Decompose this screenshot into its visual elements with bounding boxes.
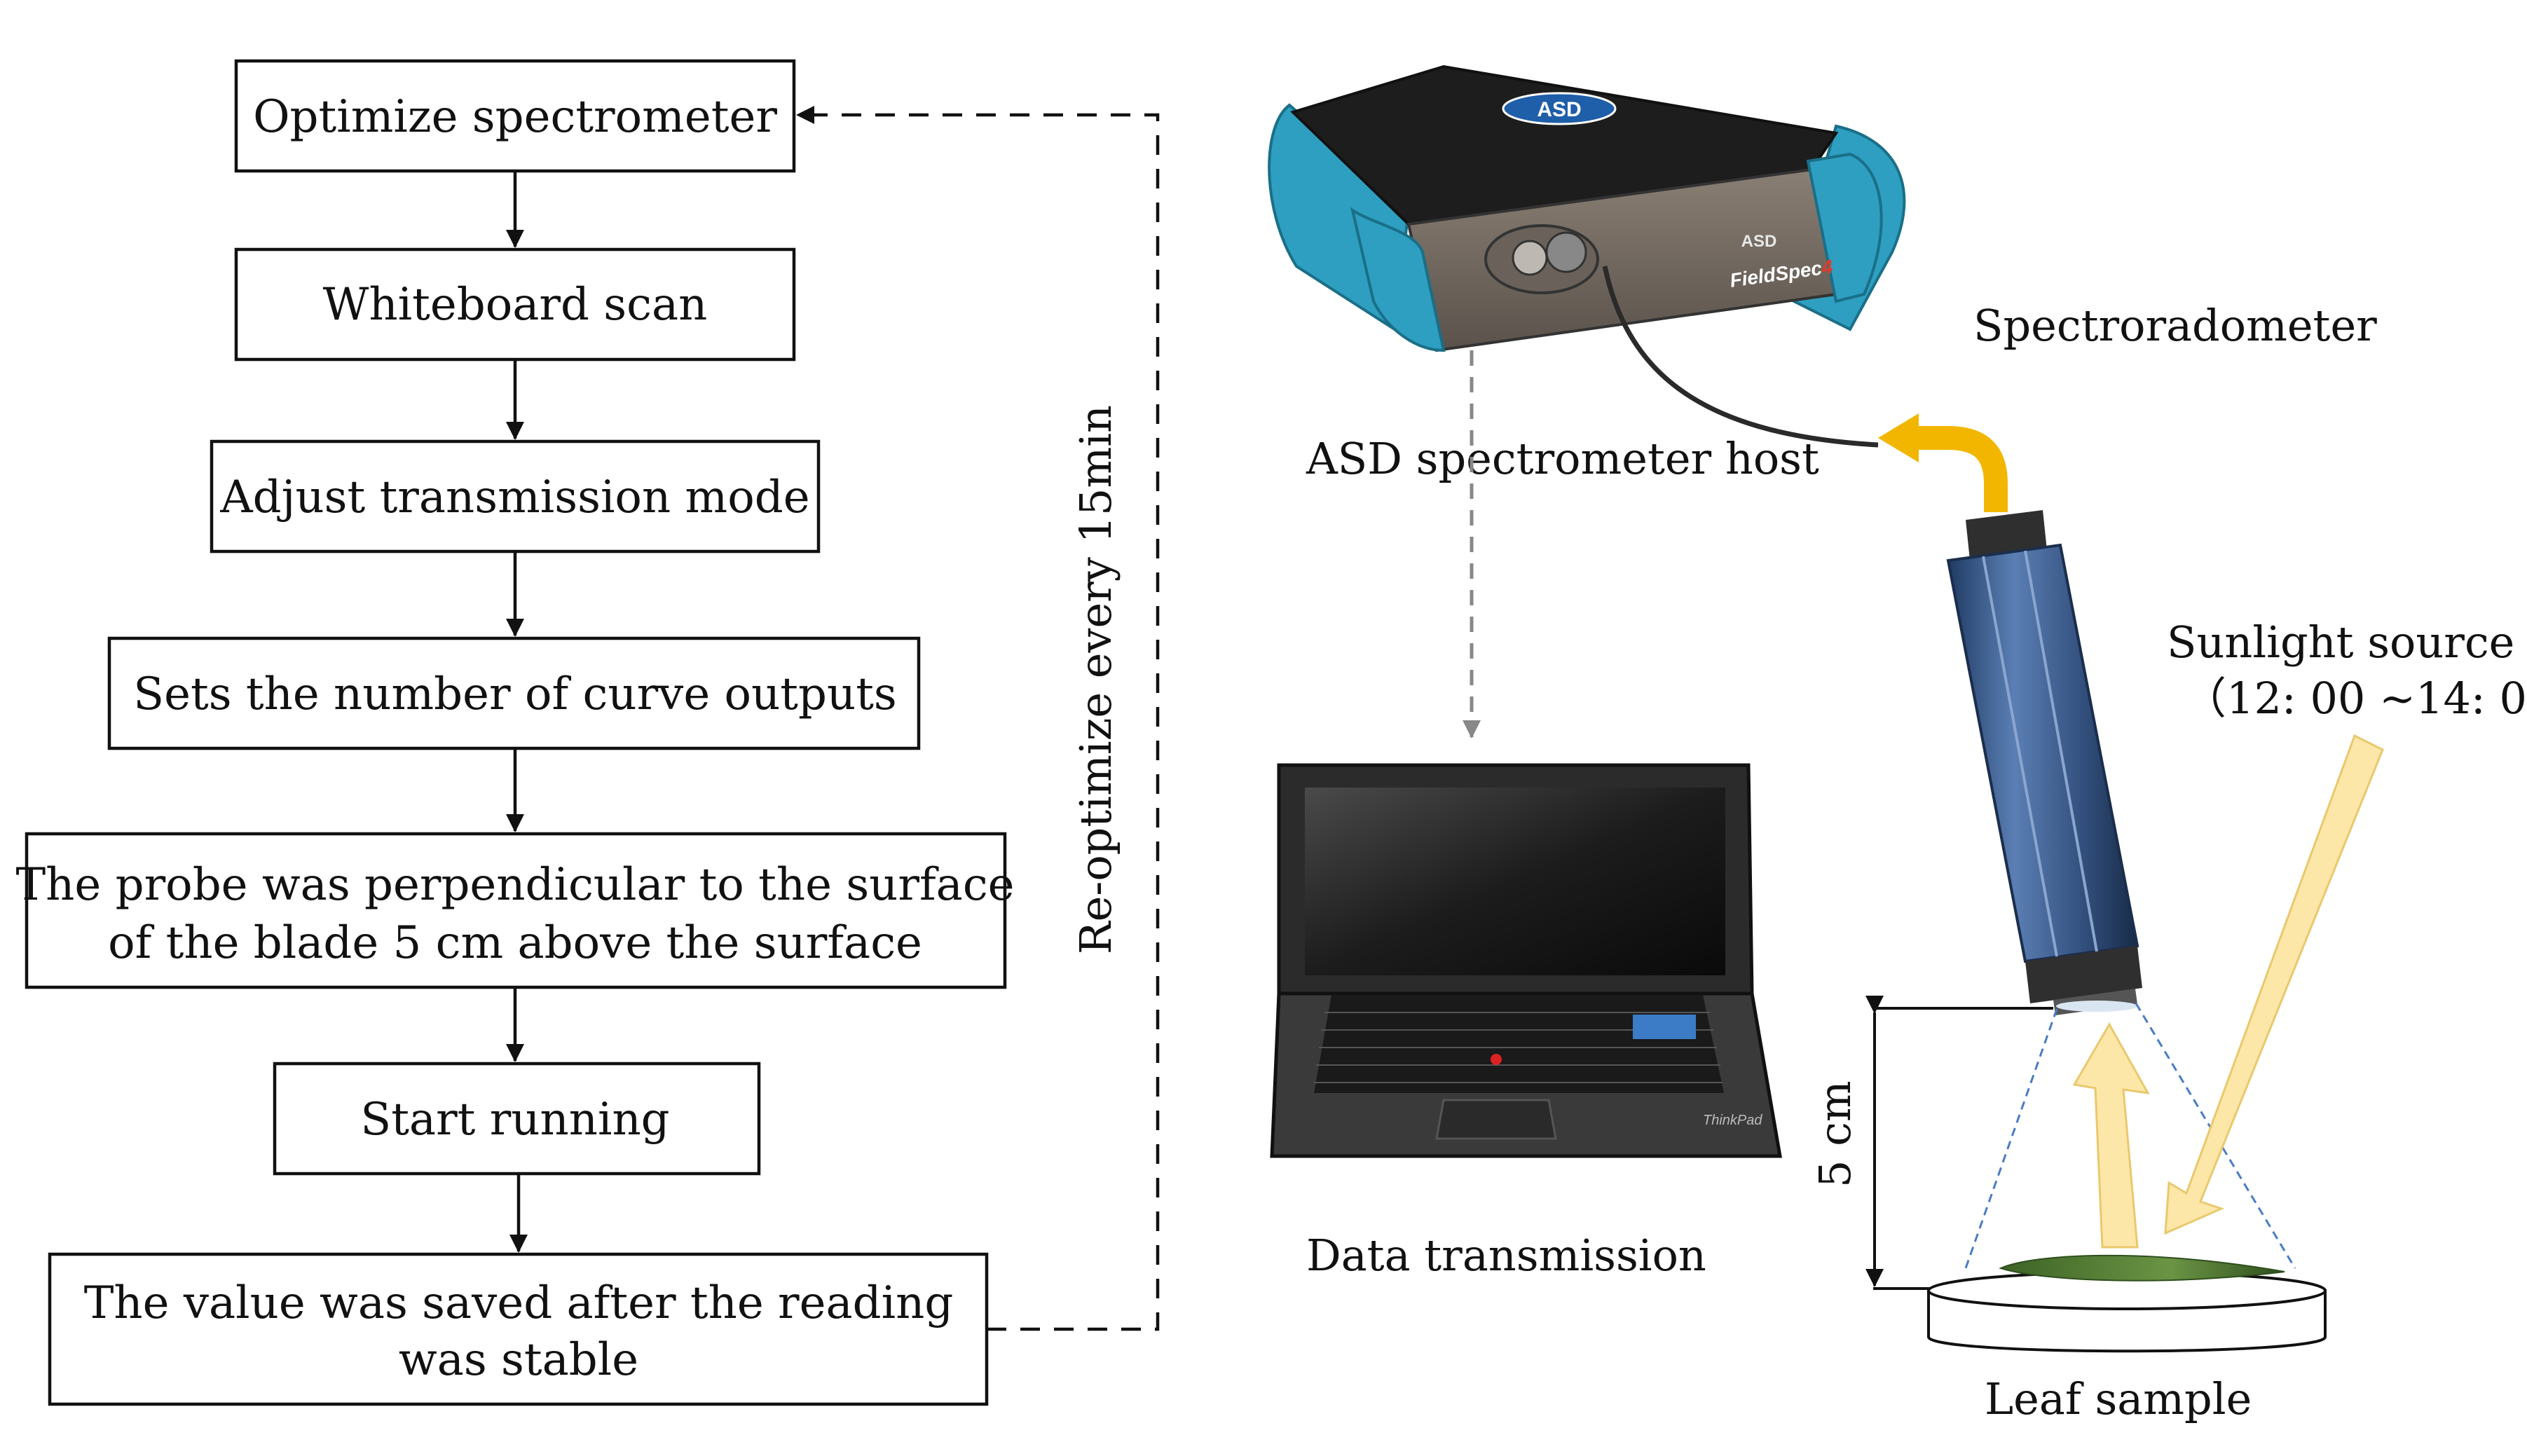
svg-text:was stable: was stable: [399, 1334, 638, 1386]
reoptimize-label: Re-optimize every 15min: [1070, 405, 1121, 954]
host-logo-front: ASD: [1741, 232, 1777, 251]
distance-marker: 5 cm: [1809, 996, 2053, 1290]
flow-step-label: Start running: [360, 1094, 669, 1146]
flow-step-label-line2: of the blade 5 cm above the surface: [108, 917, 922, 969]
svg-text:The probe was perpendicular: The probe was perpendicular to the surfa…: [15, 859, 1014, 911]
flowchart: Optimize spectrometer Whiteboard scan Ad…: [15, 59, 1160, 1406]
leaf-label: Leaf sample: [1985, 1373, 2252, 1424]
svg-text:Whiteboard scan: Whiteboard scan: [323, 279, 708, 331]
spectrometer-host-icon: ASD ASD FieldSpec4: [1268, 64, 1906, 448]
svg-text:Re-optimize every 15min: Re-optimize every 15min: [1070, 405, 1121, 954]
svg-text:Sunlight source: Sunlight source: [2167, 617, 2514, 668]
host-label: ASD spectrometer host: [1306, 433, 1819, 484]
flow-step-label-line2: was stable: [399, 1334, 638, 1386]
laptop-label: Data transmission: [1306, 1230, 1706, 1281]
host-logo-top: ASD: [1537, 98, 1581, 121]
sunlight-time-label: （12: 00 ~14: 00）: [2183, 673, 2527, 724]
probe-guide-arrow: [1913, 426, 2008, 512]
laptop-icon: ThinkPad: [1270, 763, 1782, 1158]
flow-step-label-line1: The value was saved after the reading: [84, 1277, 954, 1329]
sunlight-label: Sunlight source: [2167, 617, 2514, 668]
flow-step-label: Optimize spectrometer: [253, 91, 777, 143]
flow-step-label: Sets the number of curve outputs: [133, 668, 897, 720]
fieldspec-model: 4: [1820, 256, 1835, 279]
reoptimize-loop: Re-optimize every 15min: [796, 106, 1160, 1331]
spectroradiometer-label: Spectroradometer: [1973, 300, 2377, 351]
flow-step-adjust-transmission-mode: Adjust transmission mode: [210, 439, 821, 554]
flow-step-save-value: The value was saved after the reading wa…: [48, 1252, 989, 1406]
svg-text:Leaf sample: Leaf sample: [1985, 1373, 2252, 1424]
svg-text:Sets the number of curve out: Sets the number of curve outputs: [133, 668, 897, 720]
svg-text:of the blade 5 cm above the su: of the blade 5 cm above the surface: [108, 917, 922, 969]
thinkpad-logo: ThinkPad: [1703, 1113, 1762, 1128]
svg-text:Data transmission: Data transmission: [1306, 1230, 1706, 1281]
flow-step-label: Adjust transmission mode: [219, 472, 809, 523]
fiber-probe-icon: [1946, 510, 2142, 1015]
probe-guide-arrowhead: [1878, 413, 1919, 462]
flow-step-start-running: Start running: [273, 1062, 761, 1176]
flow-step-label: Whiteboard scan: [323, 279, 708, 331]
svg-text:Adjust transmission mode: Adjust transmission mode: [219, 472, 809, 523]
flow-step-label-line1: The probe was perpendicular to the surfa…: [15, 859, 1014, 911]
svg-text:Start running: Start running: [360, 1094, 669, 1146]
svg-text:The value was saved after the: The value was saved after the reading: [84, 1277, 954, 1329]
svg-text:5 cm: 5 cm: [1809, 1080, 1861, 1188]
svg-text:ASD spectrometer host: ASD spectrometer host: [1306, 433, 1819, 484]
sunlight-beam: [2072, 734, 2384, 1249]
flow-step-whiteboard-scan: Whiteboard scan: [234, 247, 796, 362]
svg-text:Spectroradometer: Spectroradometer: [1973, 300, 2377, 351]
svg-text:（12: 00 ~14: 00）: （12: 00 ~14: 00）: [2183, 673, 2527, 724]
flow-step-set-curve-outputs: Sets the number of curve outputs: [107, 636, 921, 750]
distance-label: 5 cm: [1809, 1080, 1861, 1188]
leaf-sample-icon: [1927, 1254, 2327, 1353]
probe-fov-left: [1964, 1008, 2058, 1269]
svg-text:Optimize spectrometer: Optimize spectrometer: [253, 91, 777, 143]
flow-step-optimize-spectrometer: Optimize spectrometer: [234, 59, 796, 173]
flow-step-probe-position: The probe was perpendicular to the surfa…: [15, 832, 1015, 989]
